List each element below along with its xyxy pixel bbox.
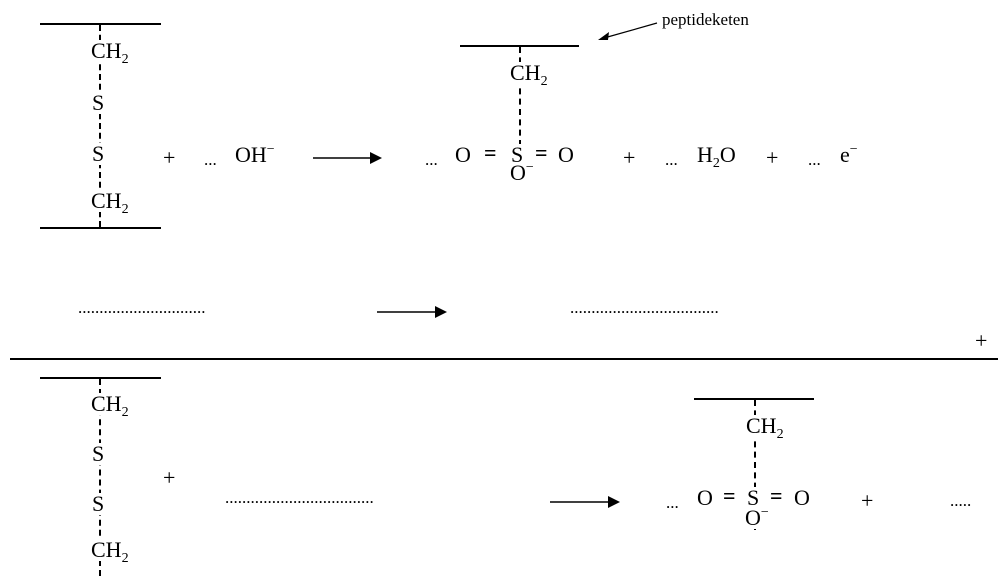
hydroxide-ion: OH− (235, 142, 275, 167)
plus-sign: + (766, 145, 779, 170)
peptide-chain-line (40, 227, 161, 229)
double-bond: = (484, 140, 497, 165)
plus-sign: + (861, 488, 874, 513)
oxide-ion: O− (745, 505, 769, 530)
oxygen-atom: O (794, 485, 810, 510)
coefficient-blank: ... (665, 150, 678, 169)
plus-sign: + (163, 145, 176, 170)
ch2-group: CH2 (746, 413, 784, 442)
peptide-chain-line (40, 377, 161, 379)
ch2-group: CH2 (91, 391, 129, 420)
double-bond: = (723, 483, 736, 508)
peptide-chain-label: peptideketen (662, 10, 749, 29)
bond-dashed (519, 47, 521, 177)
oxygen-atom: O (455, 142, 471, 167)
sum-plus-sign: + (975, 328, 988, 353)
sulfur-atom: S (92, 90, 105, 115)
water-molecule: H2O (697, 142, 736, 171)
sulfur-atom: S (92, 491, 105, 516)
ch2-group: CH2 (91, 537, 129, 566)
sulfur-atom: S (92, 141, 105, 166)
answer-blank[interactable]: ................................... (225, 488, 374, 507)
answer-blank[interactable]: .............................. (78, 298, 206, 317)
double-bond: = (770, 483, 783, 508)
coefficient-blank: ... (808, 150, 821, 169)
plus-sign: + (163, 465, 176, 490)
sulfur-atom: S (92, 441, 105, 466)
peptide-chain-line (694, 398, 814, 400)
bond-dashed (99, 25, 101, 227)
double-bond: = (535, 140, 548, 165)
answer-blank[interactable]: ..... (950, 491, 972, 510)
oxide-ion: O− (510, 160, 534, 185)
plus-sign: + (623, 145, 636, 170)
electron: e− (840, 142, 858, 167)
answer-blank[interactable]: ................................... (570, 298, 719, 317)
sulfur-atom: S (747, 485, 760, 510)
bond-dashed (99, 379, 101, 576)
ch2-group: CH2 (510, 60, 548, 89)
sulfur-atom: S (511, 142, 524, 167)
coefficient-blank: ... (425, 150, 438, 169)
peptide-chain-line (40, 23, 161, 25)
ch2-group: CH2 (91, 188, 129, 217)
ch2-group: CH2 (91, 38, 129, 67)
coefficient-blank: ... (666, 493, 679, 512)
oxygen-atom: O (558, 142, 574, 167)
sum-line (10, 358, 998, 360)
coefficient-blank: ... (204, 150, 217, 169)
peptide-chain-line (460, 45, 579, 47)
bond-dashed (754, 400, 756, 530)
oxygen-atom: O (697, 485, 713, 510)
